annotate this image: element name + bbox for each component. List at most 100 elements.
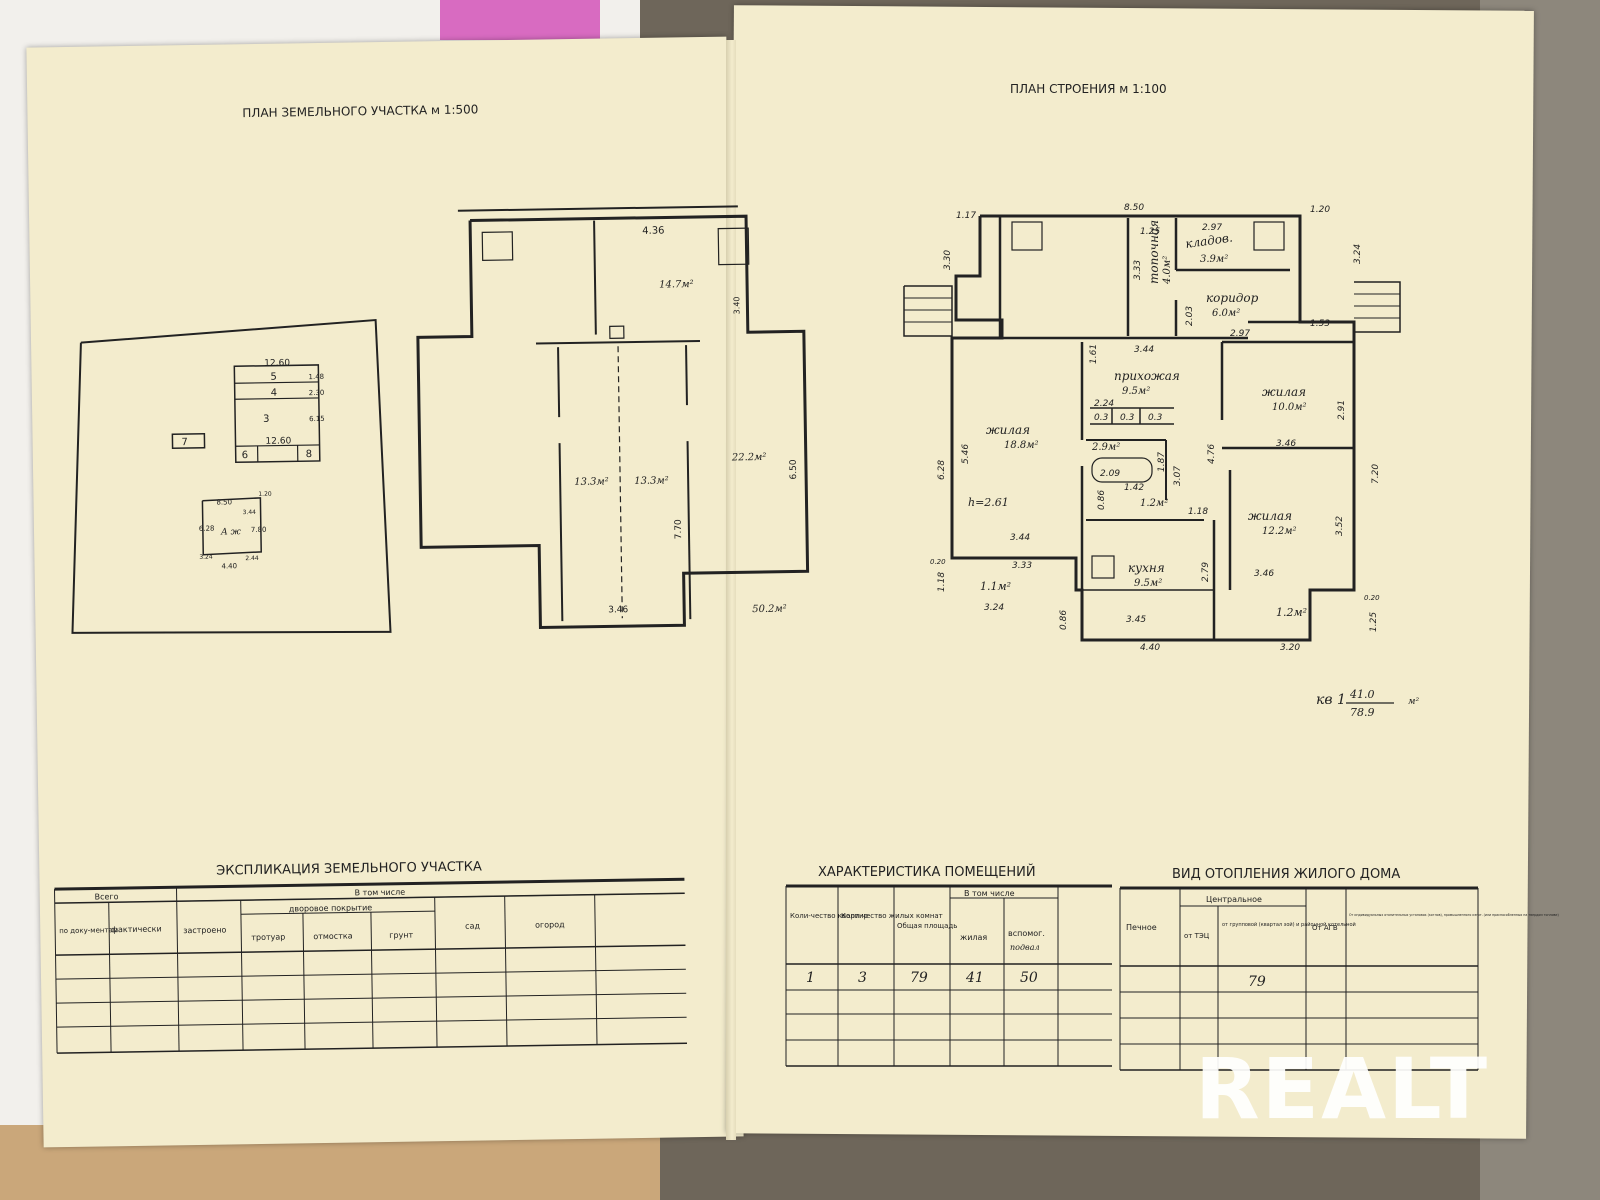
site-plan: 12.60 12.60 5 4 3 6 8 7 1.48 2.30 6.15 8… xyxy=(71,318,392,634)
char-h-zhil: жилая xyxy=(960,933,987,942)
house-dim-850: 8.50 xyxy=(216,498,232,506)
kv-top: 41.0 xyxy=(1349,688,1375,701)
site-label-5: 5 xyxy=(270,372,277,383)
dim-187: 1.87 xyxy=(1157,452,1167,472)
dim-324b: 3.24 xyxy=(984,603,1004,613)
expl-h-fact: фактически xyxy=(111,924,162,934)
char-v-zhil: 41 xyxy=(965,970,984,986)
char-v-obsh: 79 xyxy=(910,970,928,986)
dim-352: 3.52 xyxy=(1335,516,1345,536)
room-zhilaya1: жилая xyxy=(986,423,1030,437)
dim-297b: 2.97 xyxy=(1230,329,1250,339)
dim-03a: 0.3 xyxy=(1094,413,1109,423)
dim-345: 3.45 xyxy=(1126,615,1146,625)
dim-324: 3.24 xyxy=(1353,244,1363,264)
site-label-8: 8 xyxy=(306,449,313,460)
char-v-kv: 1 xyxy=(806,970,815,986)
floor-dimensions: 8.50 1.17 1.20 3.30 3.24 1.25 2.97 3.33 … xyxy=(930,203,1381,653)
dim-628: 6.28 xyxy=(937,460,947,480)
house-dim-324: 3.24 xyxy=(199,554,213,561)
site-dim-615: 6.15 xyxy=(309,415,325,423)
dim-279: 2.79 xyxy=(1201,562,1211,582)
expl-h-grunt: грунт xyxy=(389,931,413,940)
house-dim-120: 1.20 xyxy=(258,491,272,498)
room-koridor: коридор xyxy=(1206,291,1259,305)
room-zhilaya3: жилая xyxy=(1248,509,1292,523)
room-topochnaya-area: 4.0м² xyxy=(1162,256,1173,285)
kv-unit: м² xyxy=(1408,697,1419,707)
dim-330: 3.30 xyxy=(943,250,953,270)
house-dim-440: 4.40 xyxy=(221,562,237,570)
room-topochnaya: топочная xyxy=(1147,220,1161,284)
dim-03c: 0.3 xyxy=(1148,413,1163,423)
dim-224: 2.24 xyxy=(1094,399,1114,409)
dim-333b: 3.33 xyxy=(1012,561,1032,571)
dim-120: 1.20 xyxy=(1310,205,1330,215)
page-fold xyxy=(726,40,736,1140)
house-dim-780: 7.80 xyxy=(251,526,267,534)
room-porch2-area: 1.2м² xyxy=(1276,606,1307,619)
house-label: А ж xyxy=(220,527,242,537)
basement-dim-650: 6.50 xyxy=(789,459,799,479)
basement-dim-340: 3.40 xyxy=(732,296,741,314)
room-zhilaya2: жилая xyxy=(1262,385,1306,399)
room-prihozhaya: прихожая xyxy=(1114,369,1180,383)
apartment-area-note: кв 1 41.0 78.9 м² xyxy=(1316,688,1419,719)
site-label-7: 7 xyxy=(181,437,188,448)
heat-h-pech: Печное xyxy=(1126,923,1157,932)
site-dim-top: 12.60 xyxy=(264,358,290,368)
char-h-komn: Коли-чество жилых комнат xyxy=(841,912,943,920)
dim-320: 3.20 xyxy=(1280,643,1300,653)
dim-344b: 3.44 xyxy=(1010,533,1030,543)
room-kuhnya: кухня xyxy=(1128,561,1165,575)
dim-020b: 0.20 xyxy=(1364,594,1380,602)
kv-bottom: 78.9 xyxy=(1350,706,1375,719)
dim-086b: 0.86 xyxy=(1059,610,1069,630)
heat-title: ВИД ОТОПЛЕНИЯ ЖИЛОГО ДОМА xyxy=(1172,867,1400,882)
land-plot-title: ПЛАН ЗЕМЕЛЬНОГО УЧАСТКА м 1:500 xyxy=(242,102,478,120)
left-page-content: ПЛАН ЗЕМЕЛЬНОГО УЧАСТКА м 1:500 12.60 12… xyxy=(54,102,810,1054)
room-koridor-area: 6.0м² xyxy=(1212,308,1240,319)
dim-720: 7.20 xyxy=(1371,464,1381,484)
expl-h-sad: сад xyxy=(465,921,480,930)
house-dim-344: 3.44 xyxy=(243,509,257,516)
room-porch1-area: 1.1м² xyxy=(980,580,1011,593)
room-zhilaya1-area: 18.8м² xyxy=(1004,440,1039,451)
room-kladov-area: 3.9м² xyxy=(1200,254,1228,265)
room-prihozhaya-area: 9.5м² xyxy=(1122,386,1150,397)
room-height: h=2.61 xyxy=(968,496,1009,509)
rooms-characteristics-table: ХАРАКТЕРИСТИКА ПОМЕЩЕНИЙ Коли-чество ква… xyxy=(785,864,1112,1067)
expl-h-dvor: дворовое покрытие xyxy=(289,903,373,913)
char-h-obsh: Общая площадь xyxy=(897,922,957,930)
dim-117: 1.17 xyxy=(956,211,976,221)
room-wc-area: 1.2м² xyxy=(1140,498,1168,509)
heat-h-agv: От АГВ xyxy=(1312,924,1338,932)
expl-h-vsego: Всего xyxy=(95,892,119,901)
dim-209: 2.09 xyxy=(1100,469,1120,479)
expl-h-zastr: застроено xyxy=(183,925,226,935)
room-zhilaya3-area: 12.2м² xyxy=(1262,526,1297,537)
room-kladov: кладов. xyxy=(1184,230,1233,250)
expl-h-podoc: по доку-ментам xyxy=(59,926,118,935)
char-v-komn: 3 xyxy=(858,970,867,986)
expl-h-trot: тротуар xyxy=(251,933,285,943)
realt-watermark-logo: REALT xyxy=(1195,1040,1489,1138)
site-dim-mid: 12.60 xyxy=(265,436,291,446)
floor-room-labels: кладов. 3.9м² топочная 4.0м² коридор 6.0… xyxy=(968,220,1307,619)
basement-area-133b: 13.3м² xyxy=(634,475,669,487)
char-h-vtom: В том числе xyxy=(964,889,1015,898)
building-plan-title: ПЛАН СТРОЕНИЯ м 1:100 xyxy=(1010,82,1167,96)
site-dim-148: 1.48 xyxy=(308,373,324,381)
char-v-vsp: 50 xyxy=(1020,970,1038,986)
dim-546: 5.46 xyxy=(961,444,971,464)
char-h-vsp2: подвал xyxy=(1010,943,1040,952)
basement-dim-770: 7.70 xyxy=(674,519,684,539)
site-dim-230: 2.30 xyxy=(309,389,325,397)
char-title: ХАРАКТЕРИСТИКА ПОМЕЩЕНИЙ xyxy=(818,864,1036,880)
dim-118: 1.18 xyxy=(1188,507,1208,517)
kv-label: кв 1 xyxy=(1316,692,1346,708)
floor-plan xyxy=(903,214,1401,642)
dim-142: 1.42 xyxy=(1124,483,1144,493)
heat-v-grup: 79 xyxy=(1248,974,1266,990)
dim-307: 3.07 xyxy=(1173,466,1183,486)
